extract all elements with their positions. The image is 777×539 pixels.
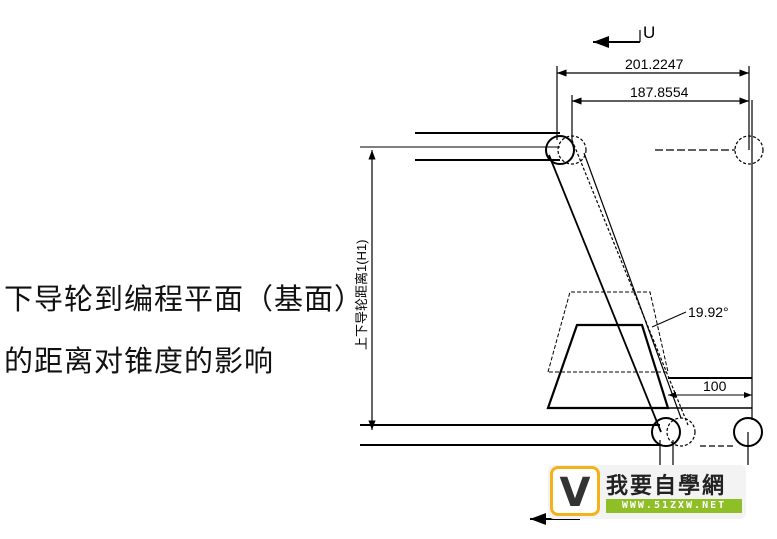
title-line-1: 下导轮到编程平面（基面）: [4, 282, 365, 316]
upper-guide-wheel: [545, 135, 575, 165]
dim-inner-label: 187.8554: [630, 84, 689, 100]
dim-bottom-label: 100: [703, 378, 727, 394]
angle-label: 19.92°: [688, 304, 729, 320]
dim-outer-label: 201.2247: [625, 56, 684, 72]
logo-url: WWW.51ZXW.NET: [606, 499, 742, 513]
title-line-2: 的距离对锥度的影响: [4, 344, 275, 378]
logo-name: 我要自學網: [606, 474, 727, 499]
lower-guide-wheel: [651, 417, 681, 447]
dim-height-label: 上下导轮距离1(H1): [354, 239, 369, 350]
site-logo: V 我要自學網 WWW.51ZXW.NET: [548, 465, 746, 519]
wire: [548, 154, 662, 433]
workpiece: [546, 323, 670, 410]
direction-label: U: [643, 23, 655, 42]
logo-icon: V: [550, 466, 600, 516]
